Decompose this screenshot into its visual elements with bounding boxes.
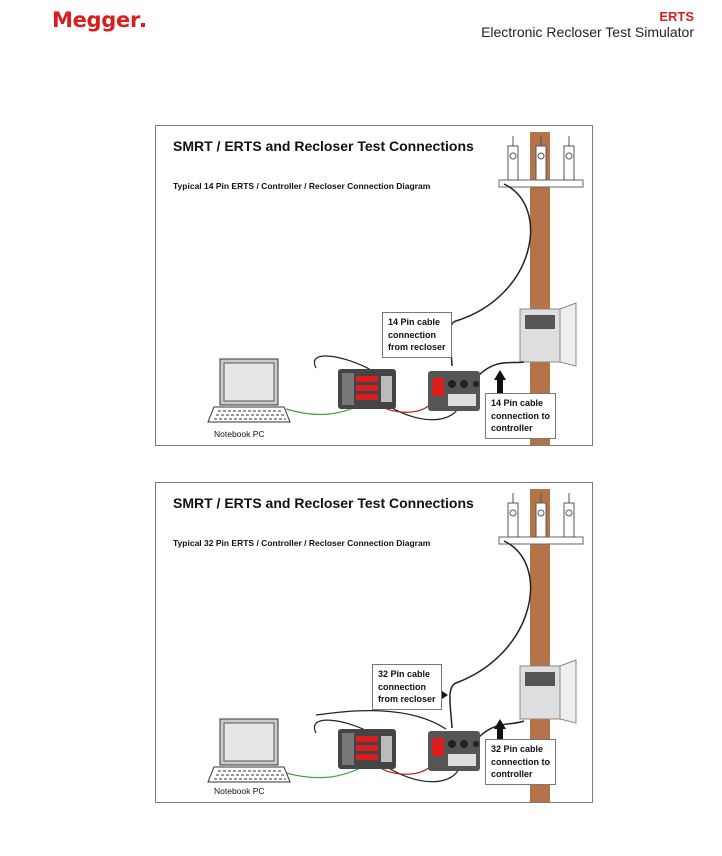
utility-pole <box>530 489 550 802</box>
insulator-3 <box>563 493 575 538</box>
callout-controller-connection: 14 Pin cable connection to controller <box>485 393 556 439</box>
smrt-unit <box>338 369 396 409</box>
notebook-pc-label: Notebook PC <box>214 786 265 796</box>
arrow-controller <box>494 719 506 729</box>
arrow-controller <box>494 370 506 380</box>
product-name: ERTS <box>659 9 694 24</box>
laptop <box>207 718 291 783</box>
utility-pole <box>530 132 550 445</box>
callout-recloser-connection: 14 Pin cable connection from recloser <box>382 312 452 358</box>
erts-unit <box>428 371 480 411</box>
insulator-2 <box>535 493 547 538</box>
product-subtitle: Electronic Recloser Test Simulator <box>481 24 694 40</box>
controller-cable <box>477 361 525 377</box>
insulator-3 <box>563 136 575 181</box>
erts-unit <box>428 731 480 771</box>
megger-logo: Megger <box>52 8 146 32</box>
laptop <box>207 358 291 423</box>
crossarm <box>498 536 584 545</box>
diagram-illustration <box>207 489 584 802</box>
callout-recloser-connection: 32 Pin cable connection from recloser <box>372 664 442 710</box>
insulator-2 <box>535 136 547 181</box>
recloser-cable <box>449 183 532 367</box>
diagram-subtitle: Typical 14 Pin ERTS / Controller / Reclo… <box>173 181 431 191</box>
crossarm <box>498 179 584 188</box>
controller-cabinet <box>519 659 577 724</box>
diagram-title: SMRT / ERTS and Recloser Test Connection… <box>173 138 474 154</box>
insulator-1 <box>507 136 519 181</box>
notebook-pc-label: Notebook PC <box>214 429 265 439</box>
connection-diagram-14-pin: SMRT / ERTS and Recloser Test Connection… <box>155 125 593 446</box>
page-header: ERTS Electronic Recloser Test Simulator <box>481 10 694 41</box>
diagram-subtitle: Typical 32 Pin ERTS / Controller / Reclo… <box>173 538 431 548</box>
diagram-illustration <box>207 132 584 445</box>
connection-diagram-32-pin: SMRT / ERTS and Recloser Test Connection… <box>155 482 593 803</box>
insulator-1 <box>507 493 519 538</box>
diagram-title: SMRT / ERTS and Recloser Test Connection… <box>173 495 474 511</box>
controller-cabinet <box>519 302 577 367</box>
recloser-cable <box>449 540 532 729</box>
callout-controller-connection: 32 Pin cable connection to controller <box>485 739 556 785</box>
smrt-unit <box>338 729 396 769</box>
